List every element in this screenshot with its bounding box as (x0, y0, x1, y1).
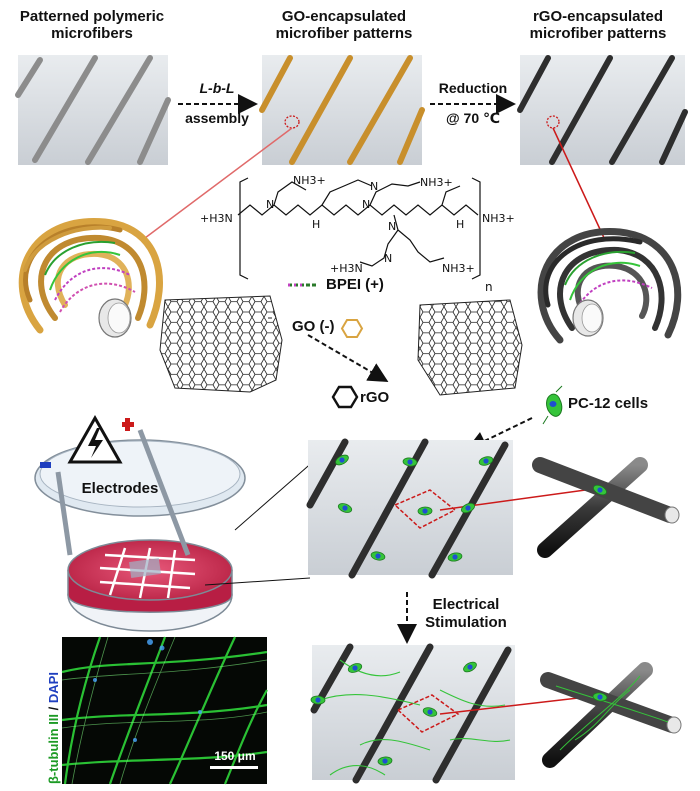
stimulation-label-1: Electrical (432, 596, 500, 613)
bpei-group-2: NH3+ (293, 174, 326, 187)
bpei-hydrogen-2: H (456, 218, 465, 231)
scale-bar-label: 150 μm (214, 749, 256, 763)
step3-title: rGO-encapsulated microfiber patterns (529, 8, 667, 42)
pc12-cell (347, 663, 363, 673)
go-sheet (159, 295, 283, 393)
cross-fibers-after (540, 662, 682, 768)
pc12-cell (478, 456, 494, 466)
stain-label: β-tubulin III / DAPI (46, 672, 61, 784)
step2-title: GO-encapsulated microfiber patterns (275, 8, 413, 42)
stimulated-cells-grid (310, 643, 517, 784)
plain-fiber-grid (15, 55, 171, 165)
bpei-nitrogen-1: N (266, 198, 275, 211)
petri-dish (34, 414, 246, 632)
stain-green-label: β-tubulin III (46, 713, 61, 784)
bpei-nitrogen-5: N (384, 252, 393, 265)
bpei-group-5: +H3N (330, 262, 363, 275)
bpei-group-3: NH3+ (420, 176, 453, 189)
stain-separator: / (46, 703, 61, 714)
pc12-label: PC-12 cells (568, 395, 649, 412)
pc12-cell-icon (542, 385, 563, 425)
temperature-label: @ 70 ℃ (446, 110, 500, 126)
assembly-label: assembly (185, 110, 249, 126)
pc12-cell (335, 454, 349, 466)
bpei-group-1: +H3N (200, 212, 233, 225)
bpei-structure (237, 177, 481, 280)
rgo-fiber-grid (517, 55, 688, 165)
go-hexagon-icon (340, 319, 364, 338)
pc12-cell (417, 506, 433, 516)
stimulation-label-2: Stimulation (425, 614, 507, 631)
pc12-cell (422, 707, 438, 717)
cells-layer (310, 454, 608, 766)
pc12-cell (402, 457, 418, 467)
step1-title: Patterned polymeric microfibers (19, 8, 165, 42)
pc12-cell (593, 484, 607, 496)
fluorescence-micrograph (61, 636, 268, 785)
rgo-hexagon-icon (331, 385, 359, 409)
pc12-cell (310, 695, 326, 705)
rgo-sheet (417, 299, 523, 396)
pc12-cell (463, 661, 477, 673)
pc12-cell (337, 503, 353, 513)
go-coated-fiber-model (18, 218, 163, 338)
bpei-nitrogen-2: N (362, 198, 371, 211)
electrodes-label: Electrodes (81, 480, 159, 497)
rgo-label: rGO (360, 389, 390, 406)
bpei-nitrogen-4: N (370, 180, 379, 193)
stain-blue-label: DAPI (46, 672, 61, 704)
bpei-hydrogen-1: H (312, 218, 321, 231)
pc12-cell (370, 551, 386, 561)
lbl-label: L-b-L (199, 80, 235, 96)
rgo-coated-fiber-model (537, 228, 682, 344)
pc12-cell (377, 756, 393, 766)
pc12-cell (447, 552, 463, 562)
cross-fibers-before (532, 457, 680, 558)
bpei-nitrogen-3: N (388, 220, 397, 233)
go-to-rgo-arrow (307, 334, 389, 383)
pc12-cell (461, 502, 475, 514)
go-fiber-grid (259, 55, 425, 165)
go-label: GO (-) (292, 318, 335, 335)
pc12-cell (592, 692, 608, 702)
bpei-group-6: NH3+ (442, 262, 475, 275)
bpei-group-4: NH3+ (482, 212, 515, 225)
bpei-label: BPEI (+) (326, 276, 384, 293)
reduction-label: Reduction (438, 80, 508, 96)
bpei-subscript: n (485, 280, 493, 294)
